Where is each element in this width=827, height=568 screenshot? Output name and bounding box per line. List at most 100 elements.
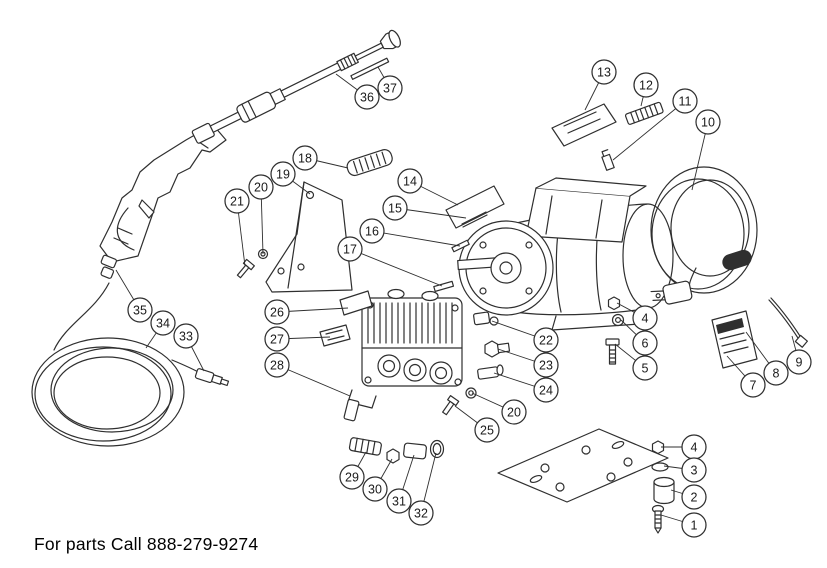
- callout-circle: [397, 168, 423, 194]
- callout-circle: [224, 188, 250, 214]
- callout-number: 5: [642, 362, 649, 376]
- callout-number: 20: [507, 406, 521, 420]
- callout-21: 21: [224, 188, 250, 214]
- callout-number: 19: [276, 168, 290, 182]
- hose-fitting: [194, 368, 230, 387]
- leader-line-17: [349, 248, 443, 287]
- callout-circle: [377, 75, 403, 101]
- callout-circle: [740, 372, 766, 398]
- cord-clip: [601, 149, 615, 171]
- callout-number: 6: [642, 337, 649, 351]
- callout-27: 27: [264, 326, 290, 352]
- callout-8: 8: [763, 360, 789, 386]
- callout-number: 3: [691, 464, 698, 478]
- callout-circle: [681, 457, 707, 483]
- callout-25: 25: [474, 417, 500, 443]
- callout-circle: [386, 488, 412, 514]
- callout-34: 34: [150, 310, 176, 336]
- callout-number: 35: [133, 304, 147, 318]
- callout-circle: [672, 88, 698, 114]
- callout-10: 10: [695, 109, 721, 135]
- motor-label: [551, 103, 617, 147]
- motor-mount-hardware: [605, 296, 625, 365]
- callout-3: 3: [681, 457, 707, 483]
- callout-7: 7: [740, 372, 766, 398]
- callout-number: 21: [230, 195, 244, 209]
- warning-tag: [711, 310, 758, 369]
- callout-circle: [248, 174, 274, 200]
- callout-balloons: 1312111037361819202114151617353433262728…: [127, 59, 812, 538]
- spray-gun: [99, 125, 227, 279]
- callout-circle: [264, 352, 290, 378]
- callout-circle: [339, 464, 365, 490]
- callout-31: 31: [386, 488, 412, 514]
- callout-12: 12: [633, 72, 659, 98]
- callout-14: 14: [397, 168, 423, 194]
- callout-number: 24: [539, 384, 553, 398]
- callout-9: 9: [786, 349, 812, 375]
- wand-pin: [350, 57, 390, 80]
- callout-18: 18: [292, 145, 318, 171]
- callout-circle: [292, 145, 318, 171]
- callout-number: 32: [414, 507, 428, 521]
- callout-circle: [695, 109, 721, 135]
- callout-circle: [633, 72, 659, 98]
- callout-26: 26: [264, 299, 290, 325]
- handle-grip: [346, 149, 393, 177]
- callout-number: 30: [368, 483, 382, 497]
- callout-number: 8: [773, 367, 780, 381]
- callout-number: 28: [270, 359, 284, 373]
- callout-4: 4: [681, 434, 707, 460]
- callout-number: 34: [156, 317, 170, 331]
- pump-labels: [319, 290, 373, 347]
- capacitor-stud: [624, 101, 664, 125]
- callout-number: 2: [691, 491, 698, 505]
- callout-4: 4: [632, 305, 658, 331]
- callout-number: 15: [388, 202, 402, 216]
- callout-number: 1: [691, 519, 698, 533]
- callout-number: 36: [360, 91, 374, 105]
- callout-2: 2: [681, 484, 707, 510]
- callout-number: 25: [480, 424, 494, 438]
- parts-phone-text: For parts Call 888-279-9274: [34, 534, 259, 554]
- cable-tie: [768, 297, 809, 348]
- callout-23: 23: [533, 352, 559, 378]
- callout-circle: [362, 476, 388, 502]
- callout-number: 33: [179, 330, 193, 344]
- callout-circle: [474, 417, 500, 443]
- foot-hardware: [651, 440, 675, 534]
- callout-number: 11: [679, 95, 692, 109]
- callout-13: 13: [591, 59, 617, 85]
- callout-28: 28: [264, 352, 290, 378]
- leader-line-11: [612, 100, 686, 161]
- callout-1: 1: [681, 512, 707, 538]
- callout-number: 12: [639, 79, 653, 93]
- callout-20: 20: [248, 174, 274, 200]
- callout-circle: [337, 236, 363, 262]
- callout-17: 17: [337, 236, 363, 262]
- callout-circle: [264, 299, 290, 325]
- inlet-assembly: [343, 387, 477, 464]
- wand-lance: [191, 29, 401, 144]
- callout-circle: [681, 512, 707, 538]
- callout-circle: [270, 161, 296, 187]
- callout-number: 7: [750, 379, 757, 393]
- callout-number: 22: [539, 334, 553, 348]
- terminal-box: [525, 177, 647, 243]
- callout-number: 29: [345, 471, 359, 485]
- callout-15: 15: [382, 195, 408, 221]
- callout-number: 4: [691, 441, 698, 455]
- callout-number: 9: [796, 356, 803, 370]
- pump-assembly: [361, 288, 463, 387]
- callout-number: 31: [392, 495, 406, 509]
- power-plug: [650, 280, 693, 305]
- callout-6: 6: [632, 330, 658, 356]
- callout-circle: [632, 305, 658, 331]
- shaft-pins: [433, 211, 488, 292]
- callout-29: 29: [339, 464, 365, 490]
- callout-35: 35: [127, 297, 153, 323]
- handle-bracket: [265, 181, 353, 293]
- callout-36: 36: [354, 84, 380, 110]
- callout-20: 20: [501, 399, 527, 425]
